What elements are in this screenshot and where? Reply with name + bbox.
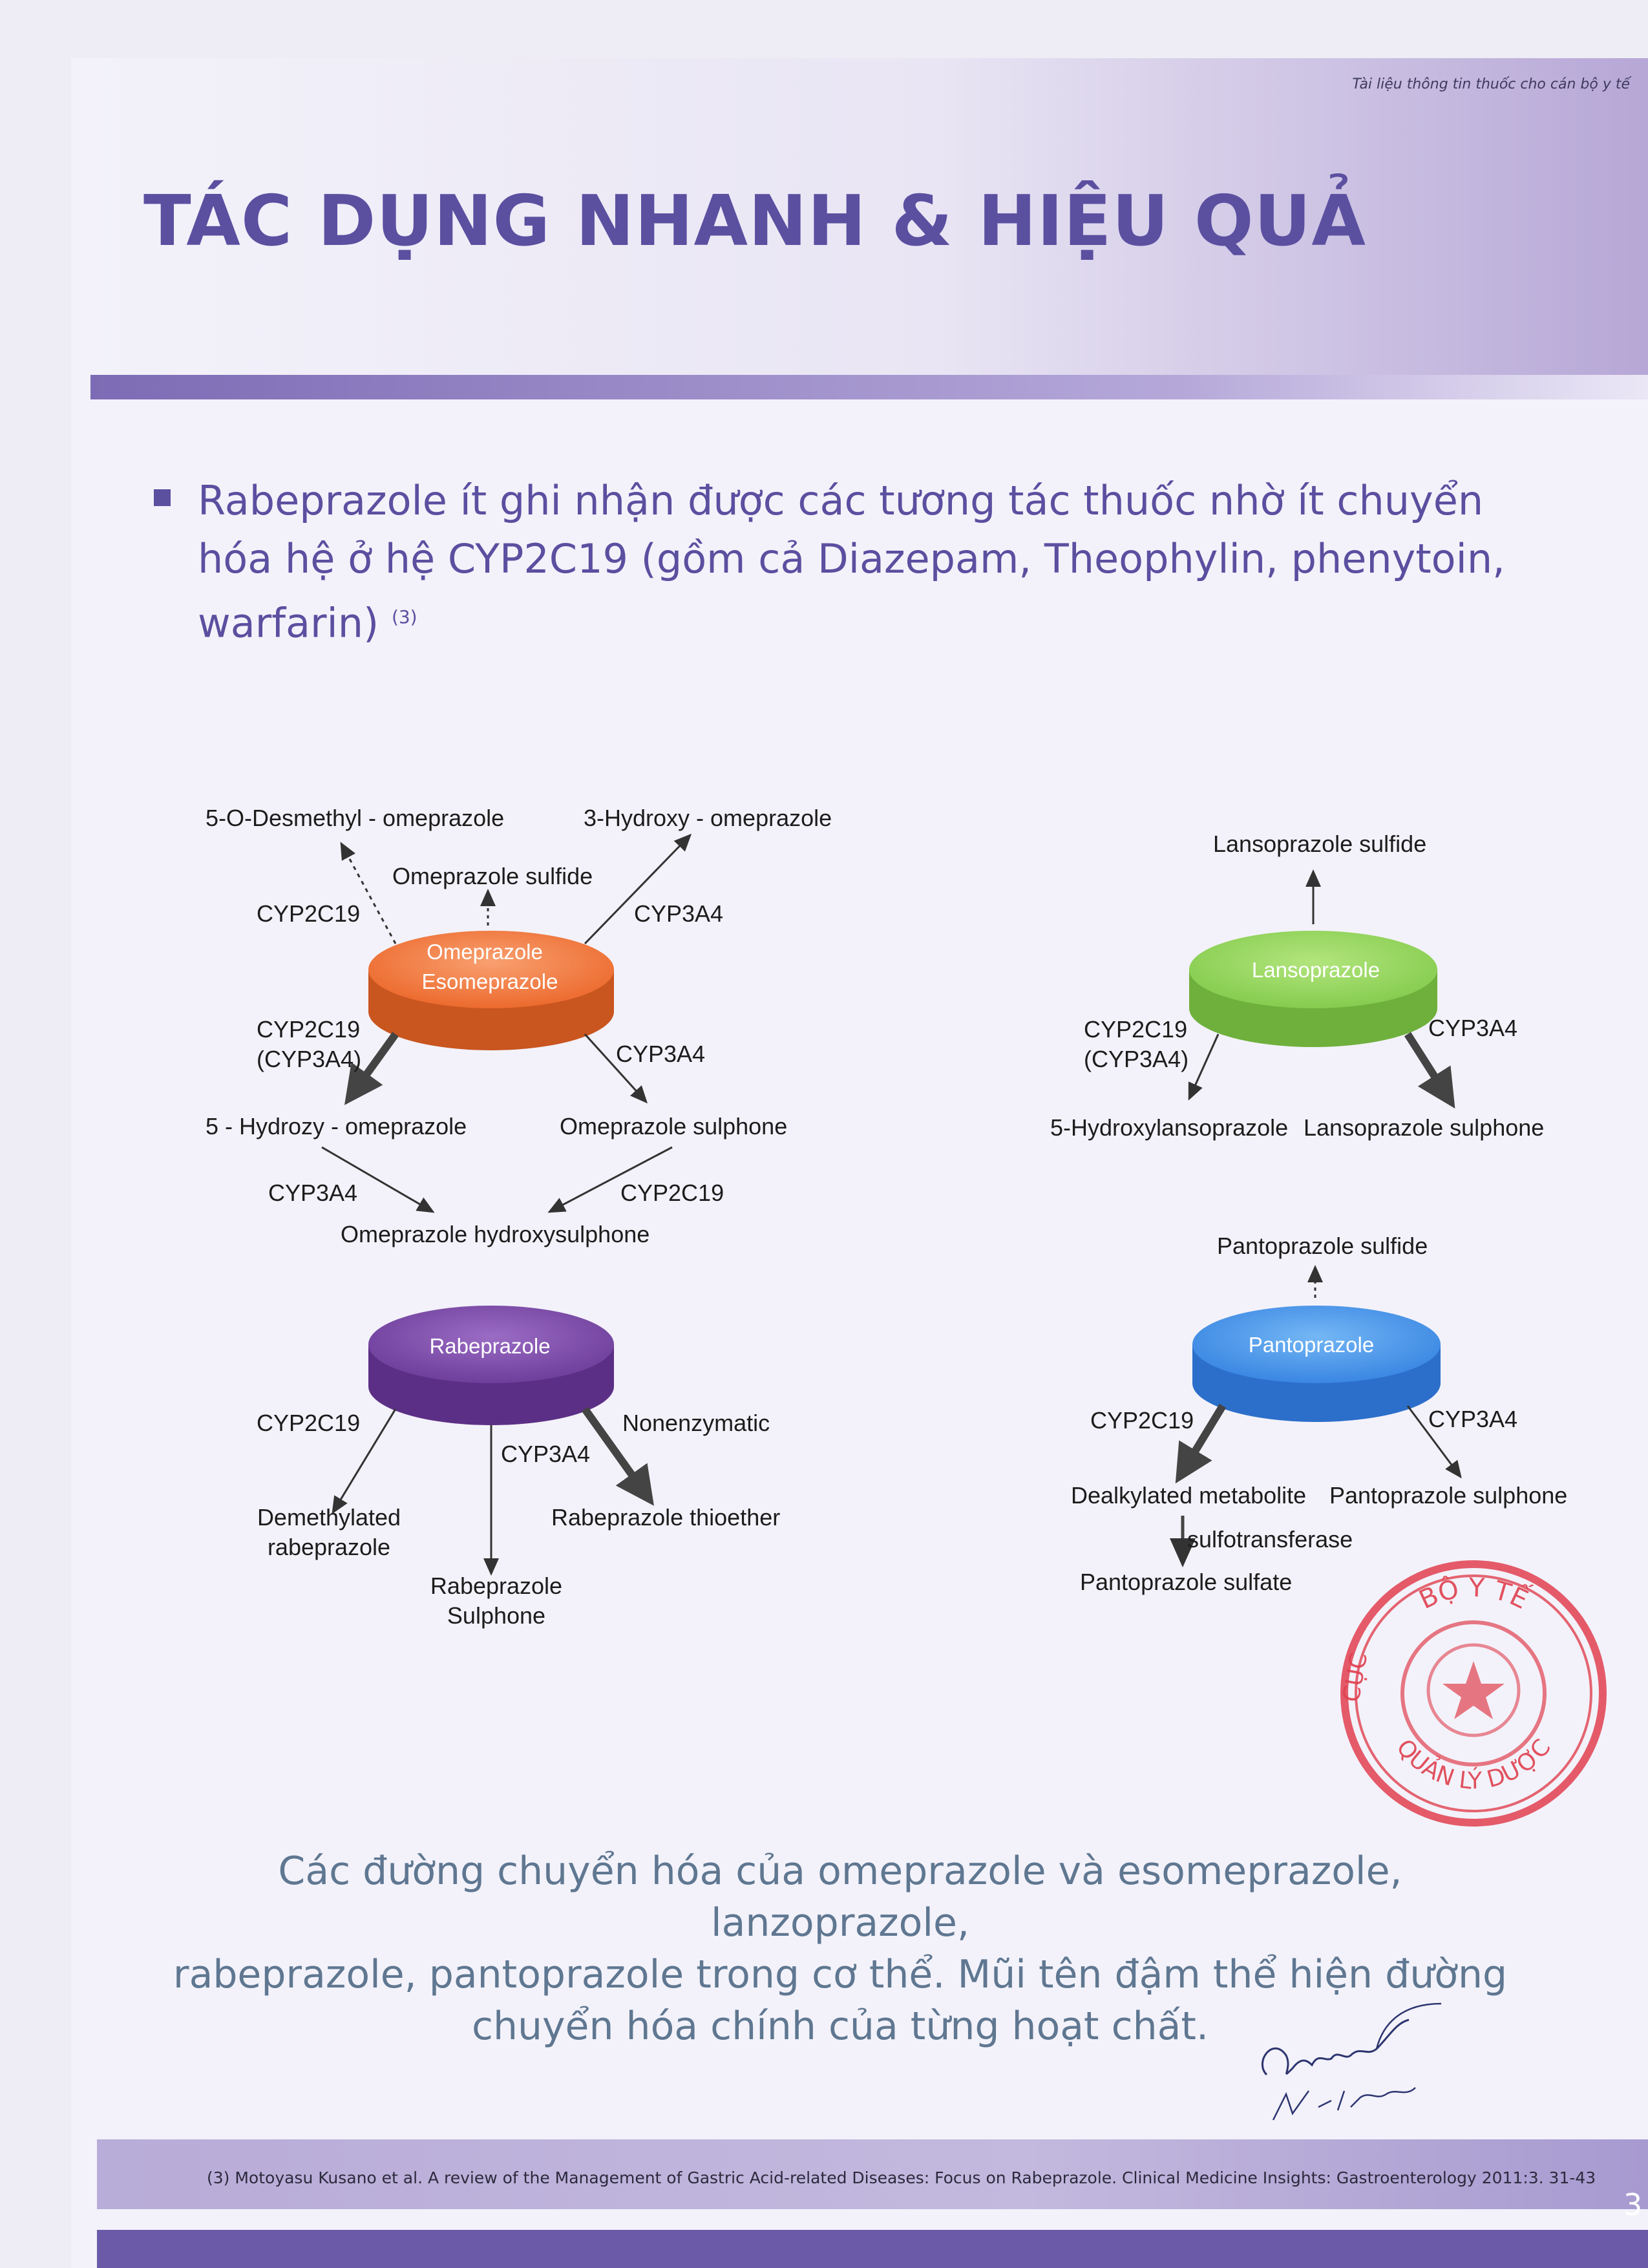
lansoprazole-cyp2c19-label: CYP2C19 [1084,1016,1187,1043]
lansoprazole-sulfide-label: Lansoprazole sulfide [1213,831,1426,857]
bullet-paragraph: Rabeprazole ít ghi nhận được các tương t… [198,472,1555,653]
omeprazole-disc-label: Omeprazole [427,940,543,964]
5-hydroxy-omeprazole-label: 5 - Hydrozy - omeprazole [206,1113,467,1139]
esomeprazole-disc-label: Esomeprazole [422,970,558,993]
rabeprazole-sulphone-label-2: Sulphone [447,1602,545,1629]
pantoprazole-cyp2c19-label: CYP2C19 [1090,1407,1194,1434]
bold-arrow-lansoprazole-sulphone [1404,1032,1455,1109]
arrow-to-hydroxysulphone-left [321,1146,435,1213]
omeprazole-group: Omeprazole Esomeprazole 5-O-Desmethyl - … [206,805,832,1247]
demethylated-label: Demethylated [257,1504,401,1531]
header-rule [90,375,1648,399]
official-stamp: BỘ Y TẾ CỤC QUẢN LÝ DƯỢC [1338,1560,1607,1827]
omeprazole-cyp2c19-bottom-label: CYP2C19 [620,1180,724,1206]
bold-arrow-5-hydroxy [344,1032,399,1105]
dealkylated-metabolite-label: Dealkylated metabolite [1071,1482,1306,1509]
omeprazole-sulphone-label: Omeprazole sulphone [560,1113,787,1139]
rabeprazole-cyp3a4-label: CYP3A4 [501,1441,590,1467]
demethylated-rabeprazole-label: rabeprazole [268,1534,390,1560]
header-note: Tài liệu thông tin thuốc cho cán bộ y tế [1352,76,1630,92]
rabeprazole-sulphone-label-1: Rabeprazole [430,1573,562,1599]
pantoprazole-sulfate-label: Pantoprazole sulfate [1080,1569,1292,1595]
bold-arrow-rabeprazole-thioether [582,1406,654,1506]
footer-band [97,2139,1648,2209]
bullet-reference: (3) [391,606,417,628]
lansoprazole-sulphone-label: Lansoprazole sulphone [1304,1114,1544,1141]
pantoprazole-disc [1192,1306,1441,1422]
5-hydroxylansoprazole-label: 5-Hydroxylansoprazole [1050,1114,1288,1141]
desmethyl-omeprazole-label: 5-O-Desmethyl - omeprazole [206,805,504,831]
stamp-left-text: CỤC [1338,1651,1373,1704]
bold-arrow-dealkylated-metabolite [1175,1403,1227,1484]
pantoprazole-cyp3a4-label: CYP3A4 [1428,1406,1517,1432]
arrow-demethylated-rabeprazole [332,1408,397,1514]
footer-bar [97,2230,1648,2268]
arrow-omeprazole-sulphone [584,1033,648,1104]
rabeprazole-cyp2c19-label: CYP2C19 [257,1410,360,1436]
rabeprazole-disc [368,1306,614,1425]
omeprazole-cyp3a4-paren-label: (CYP3A4) [257,1046,361,1072]
pantoprazole-group: Pantoprazole Pantoprazole sulfide CYP2C1… [1071,1233,1567,1595]
arrow-pantoprazole-sulphone [1406,1405,1462,1479]
pantoprazole-sulphone-label: Pantoprazole sulphone [1329,1482,1567,1509]
omeprazole-disc [368,931,614,1050]
arrow-to-hydroxysulphone-right [547,1146,673,1213]
lansoprazole-cyp3a4-paren-label: (CYP3A4) [1084,1046,1188,1072]
omeprazole-cyp3a4-right-label: CYP3A4 [616,1041,705,1067]
omeprazole-cyp2c19-top-label: CYP2C19 [257,900,360,927]
omeprazole-hydroxysulphone-label: Omeprazole hydroxysulphone [341,1221,650,1247]
lansoprazole-cyp3a4-label: CYP3A4 [1428,1015,1517,1041]
rabeprazole-nonenzymatic-label: Nonenzymatic [622,1410,770,1436]
arrow-3-hydroxy [584,833,692,945]
handwritten-signature [1262,2002,1442,2121]
footnote-reference: (3) Motoyasu Kusano et al. A review of t… [207,2168,1596,2187]
page-number: 3 [1623,2187,1643,2222]
omeprazole-cyp3a4-top-label: CYP3A4 [634,900,723,927]
lansoprazole-disc [1189,931,1437,1047]
pantoprazole-disc-label: Pantoprazole [1249,1333,1374,1357]
page-sheet [71,58,1648,2268]
omeprazole-sulfide-label: Omeprazole sulfide [392,863,593,889]
rabeprazole-disc-label: Rabeprazole [429,1334,550,1358]
bullet-square-icon [154,489,171,506]
caption-line-1: Các đường chuyển hóa của omeprazole và e… [278,1849,1402,1945]
sulfotransferase-label: sulfotransferase [1187,1526,1353,1553]
pantoprazole-sulfide-label: Pantoprazole sulfide [1217,1233,1428,1259]
rabeprazole-thioether-label: Rabeprazole thioether [551,1504,780,1531]
page-title: TÁC DỤNG NHANH & HIỆU QUẢ [143,181,1366,262]
arrow-desmethyl [340,842,397,944]
caption-line-2: rabeprazole, pantoprazole trong cơ thể. … [173,1952,1508,1997]
omeprazole-cyp3a4-bottom-label: CYP3A4 [268,1180,357,1206]
caption-line-3: chuyển hóa chính của từng hoạt chất. [471,2004,1209,2049]
lansoprazole-group: Lansoprazole Lansoprazole sulfide CYP2C1… [1050,831,1544,1141]
stamp-top-text: BỘ Y TẾ [1415,1573,1535,1616]
header-band [71,58,1648,381]
omeprazole-cyp2c19-main-label: CYP2C19 [257,1016,360,1043]
3-hydroxy-omeprazole-label: 3-Hydroxy - omeprazole [584,805,832,831]
bullet-text: Rabeprazole ít ghi nhận được các tương t… [198,477,1505,647]
rabeprazole-group: Rabeprazole CYP2C19 CYP3A4 Nonenzymatic … [257,1306,780,1629]
arrow-5-hydroxylansoprazole [1188,1033,1220,1101]
stamp-star-icon [1442,1661,1505,1719]
figure-caption: Các đường chuyển hóa của omeprazole và e… [162,1845,1519,2052]
lansoprazole-disc-label: Lansoprazole [1252,958,1380,982]
